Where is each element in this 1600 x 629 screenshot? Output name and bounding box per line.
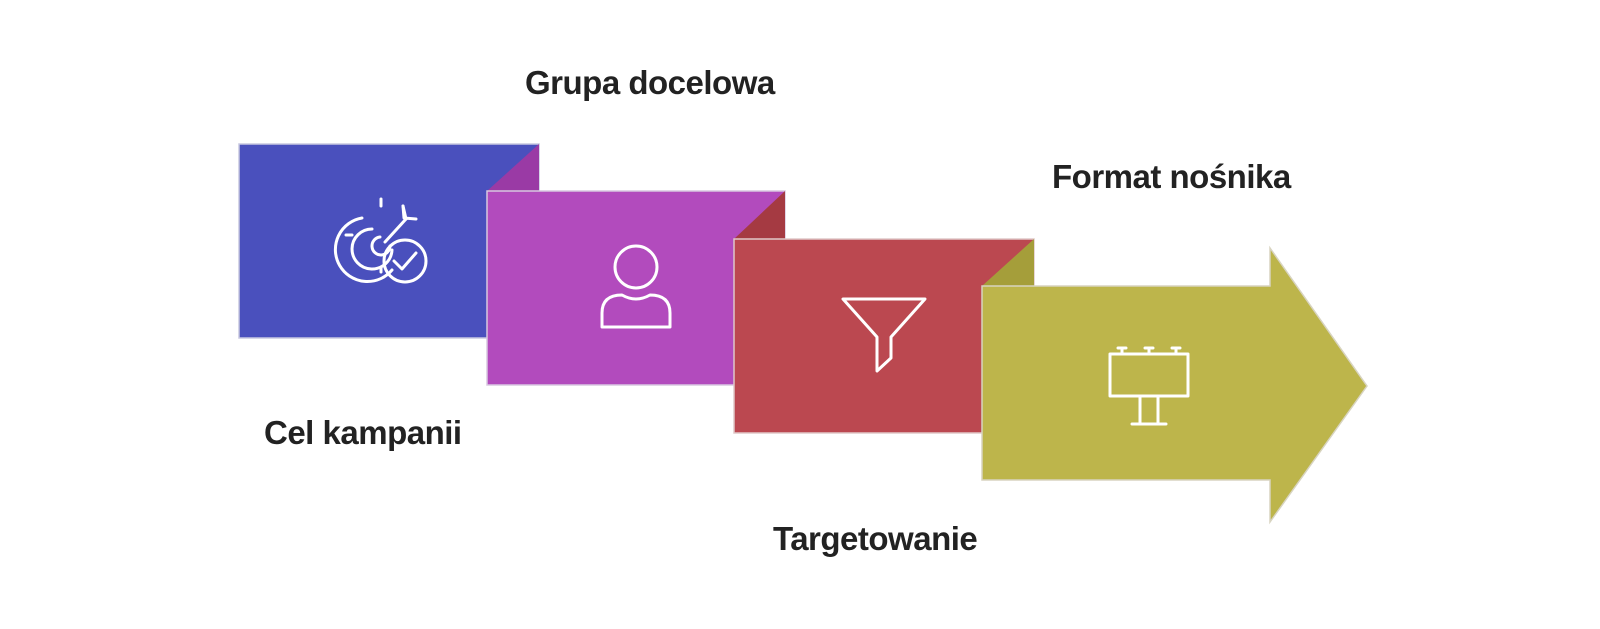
billboard-icon — [1108, 346, 1190, 426]
target-check-icon — [333, 197, 428, 284]
step-1-label: Cel kampanii — [264, 414, 462, 451]
step-4-label: Format nośnika — [1052, 158, 1291, 195]
step-2-fold — [734, 191, 785, 239]
step-3-label: Targetowanie — [773, 520, 978, 557]
step-2-label: Grupa docelowa — [525, 64, 775, 101]
step-4-arrow — [981, 245, 1368, 525]
step-4-arrow-shape — [981, 245, 1368, 525]
user-icon — [600, 244, 672, 329]
step-1-fold — [487, 144, 539, 191]
step-3-fold — [982, 239, 1034, 286]
funnel-icon — [841, 297, 927, 373]
